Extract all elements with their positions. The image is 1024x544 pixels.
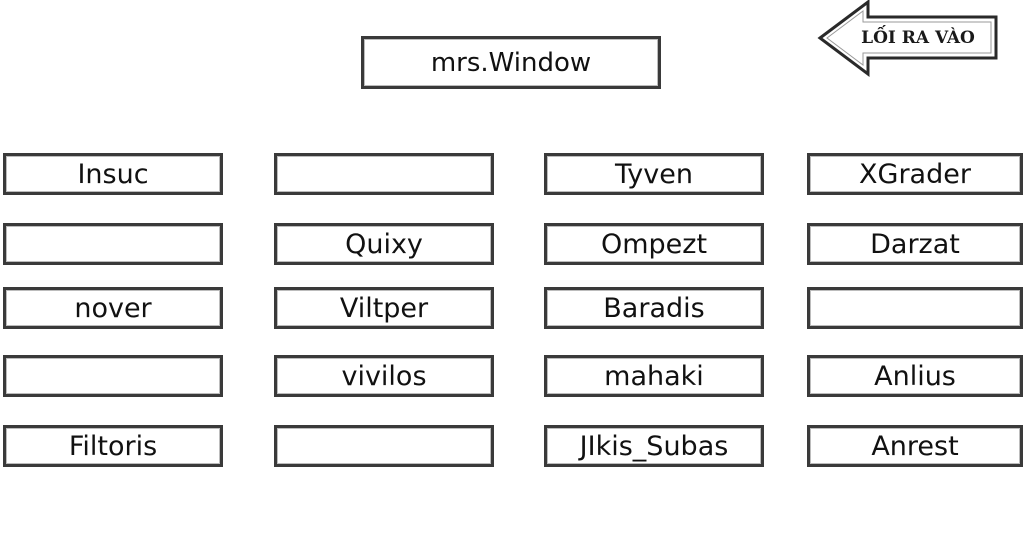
seat-c1-r2	[3, 223, 223, 265]
seat-c4-r1: XGrader	[807, 153, 1023, 195]
seat-c3-r4: mahaki	[544, 355, 764, 397]
seat-c4-r2: Darzat	[807, 223, 1023, 265]
seat-c4-r3	[807, 287, 1023, 329]
exit-sign-label: LỐI RA VÀO	[861, 28, 975, 48]
seat-name: mahaki	[604, 360, 704, 392]
seat-c1-r3: nover	[3, 287, 223, 329]
seat-name: nover	[74, 292, 152, 324]
seat-c1-r5: Filtoris	[3, 425, 223, 467]
seat-c1-r4	[3, 355, 223, 397]
teacher-desk: mrs.Window	[361, 36, 661, 89]
seat-name: Ompezt	[600, 228, 708, 260]
seat-name: JIkis_Subas	[579, 430, 729, 462]
seat-c2-r4: vivilos	[274, 355, 494, 397]
seat-name: Darzat	[870, 228, 960, 260]
seat-c4-r5: Anrest	[807, 425, 1023, 467]
seat-c4-r4: Anlius	[807, 355, 1023, 397]
teacher-desk-label: mrs.Window	[430, 47, 592, 78]
seat-name: vivilos	[341, 360, 427, 392]
seat-c3-r1: Tyven	[544, 153, 764, 195]
seat-name: Anlius	[874, 360, 956, 392]
seat-c2-r3: Viltper	[274, 287, 494, 329]
seat-c2-r5	[274, 425, 494, 467]
seat-name: Baradis	[603, 292, 705, 324]
seat-name: Quixy	[345, 228, 423, 260]
seat-name: XGrader	[859, 158, 971, 190]
seat-c3-r3: Baradis	[544, 287, 764, 329]
seat-c2-r1	[274, 153, 494, 195]
seat-name: Viltper	[339, 292, 429, 324]
exit-sign: LỐI RA VÀO	[816, 0, 1000, 78]
seat-name: Anrest	[871, 430, 959, 462]
seat-c3-r5: JIkis_Subas	[544, 425, 764, 467]
arrow-left-icon	[817, 0, 998, 77]
seat-c1-r1: Insuc	[3, 153, 223, 195]
seat-name: Tyven	[615, 158, 693, 190]
seat-c2-r2: Quixy	[274, 223, 494, 265]
seat-name: Insuc	[77, 158, 149, 190]
seat-c3-r2: Ompezt	[544, 223, 764, 265]
seat-name: Filtoris	[68, 430, 158, 462]
